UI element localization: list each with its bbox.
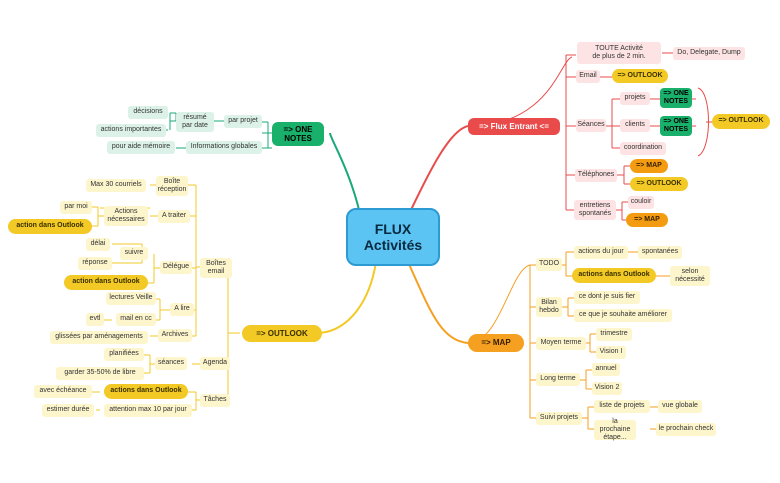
agenda-node[interactable]: Agenda	[200, 357, 230, 370]
actions-importantes-node[interactable]: actions importantes	[96, 124, 166, 137]
vision2-node[interactable]: Vision 2	[592, 382, 622, 395]
actions-du-jour-node[interactable]: actions du jour	[574, 246, 628, 259]
par-projet-node[interactable]: par projet	[224, 115, 262, 128]
flux-entrant-node[interactable]: => Flux Entrant <=	[468, 118, 560, 135]
map-node[interactable]: => MAP	[468, 334, 524, 352]
archives-node[interactable]: Archives	[158, 329, 192, 342]
par-moi-node[interactable]: par moi	[60, 201, 92, 214]
prochain-check-node[interactable]: le prochain check	[656, 423, 716, 436]
branch-outlook	[319, 261, 377, 334]
trimestre-node[interactable]: trimestre	[596, 328, 632, 341]
branch-map	[407, 261, 469, 344]
delai-node[interactable]: délai	[86, 238, 110, 251]
seances-agenda-node[interactable]: séances	[155, 357, 187, 370]
projets-node[interactable]: projets	[620, 92, 650, 105]
entretiens-node[interactable]: entretiens spontanés	[574, 200, 616, 220]
todo-node[interactable]: TODO	[536, 258, 562, 271]
telephones-map-node[interactable]: => MAP	[630, 159, 668, 173]
couloir-node[interactable]: couloir	[628, 196, 654, 209]
vision1-node[interactable]: Vision I	[596, 346, 626, 359]
taches-actions-outlook-node[interactable]: actions dans Outlook	[104, 384, 188, 399]
telephones-node[interactable]: Téléphones	[575, 169, 617, 182]
moyen-terme-node[interactable]: Moyen terme	[536, 337, 586, 350]
glissees-node[interactable]: glissées par aménagements	[50, 331, 148, 344]
reponse-node[interactable]: réponse	[78, 257, 112, 270]
selon-node[interactable]: selon nécessité	[670, 266, 710, 286]
suivi-projets-node[interactable]: Suivi projets	[536, 412, 582, 425]
lectures-node[interactable]: lectures Veille	[106, 292, 156, 305]
spontanees-node[interactable]: spontanées	[638, 246, 682, 259]
planifiees-node[interactable]: planifiées	[104, 348, 144, 361]
do-delegate-node[interactable]: Do, Delegate, Dump	[673, 47, 745, 60]
suivre-node[interactable]: suivre	[120, 247, 148, 260]
taches-node[interactable]: Tâches	[200, 394, 230, 407]
mail-cc-node[interactable]: mail en cc	[116, 313, 156, 326]
coordination-node[interactable]: coordination	[620, 142, 666, 155]
telephones-outlook-node[interactable]: => OUTLOOK	[630, 177, 688, 191]
avec-echeance-node[interactable]: avec échéance	[34, 385, 92, 398]
map-actions-outlook-node[interactable]: actions dans Outlook	[572, 268, 656, 283]
center-node[interactable]: FLUX Activités	[346, 208, 440, 266]
vue-globale-node[interactable]: vue globale	[658, 400, 702, 413]
a-traiter-node[interactable]: A traiter	[158, 210, 190, 223]
clients-node[interactable]: clients	[620, 119, 650, 132]
infos-globales-node[interactable]: Informations globales	[186, 141, 262, 154]
actions-necessaires-node[interactable]: Actions nécessaires	[104, 206, 148, 226]
boite-reception-node[interactable]: Boîte réception	[156, 176, 188, 196]
delegue-action-outlook-node[interactable]: action dans Outlook	[64, 275, 148, 290]
decisions-node[interactable]: décisions	[128, 106, 168, 119]
max30-node[interactable]: Max 30 courriels	[86, 179, 146, 192]
branch-flux-entrant	[409, 125, 469, 213]
long-terme-node[interactable]: Long terme	[536, 373, 580, 386]
projets-one-notes-node[interactable]: => ONE NOTES	[660, 88, 692, 108]
toute-activite-node[interactable]: TOUTE Activité de plus de 2 min.	[577, 42, 661, 64]
outlook-node[interactable]: => OUTLOOK	[242, 325, 322, 342]
traiter-action-outlook-node[interactable]: action dans Outlook	[8, 219, 92, 234]
a-lire-node[interactable]: A lire	[170, 303, 194, 316]
estimer-node[interactable]: estimer durée	[42, 404, 94, 417]
email-node[interactable]: Email	[576, 70, 600, 83]
fier-node[interactable]: ce dont je suis fier	[574, 291, 640, 304]
evtl-node[interactable]: evtl	[86, 313, 104, 326]
attention-node[interactable]: attention max 10 par jour	[104, 404, 192, 417]
seances-outlook-node[interactable]: => OUTLOOK	[712, 114, 770, 129]
resume-node[interactable]: résumé par date	[176, 112, 214, 132]
one-notes-node[interactable]: => ONE NOTES	[272, 122, 324, 146]
annuel-node[interactable]: annuel	[592, 363, 620, 376]
clients-one-notes-node[interactable]: => ONE NOTES	[660, 116, 692, 136]
garder-node[interactable]: garder 35-50% de libre	[56, 367, 144, 380]
branch-one-notes	[329, 132, 361, 215]
liste-projets-node[interactable]: liste de projets	[594, 400, 650, 413]
prochaine-etape-node[interactable]: la prochaine étape...	[594, 418, 636, 441]
entretiens-map-node[interactable]: => MAP	[626, 213, 668, 227]
ameliorer-node[interactable]: ce que je souhaite améliorer	[574, 309, 672, 322]
boites-email-node[interactable]: Boîtes email	[200, 258, 232, 278]
email-outlook-node[interactable]: => OUTLOOK	[612, 69, 668, 83]
delegue-node[interactable]: Délégue	[160, 261, 192, 274]
seances-node[interactable]: Séances	[576, 119, 606, 132]
bilan-node[interactable]: Bilan hebdo	[536, 297, 562, 317]
pour-aide-node[interactable]: pour aide mémoire	[107, 141, 175, 154]
